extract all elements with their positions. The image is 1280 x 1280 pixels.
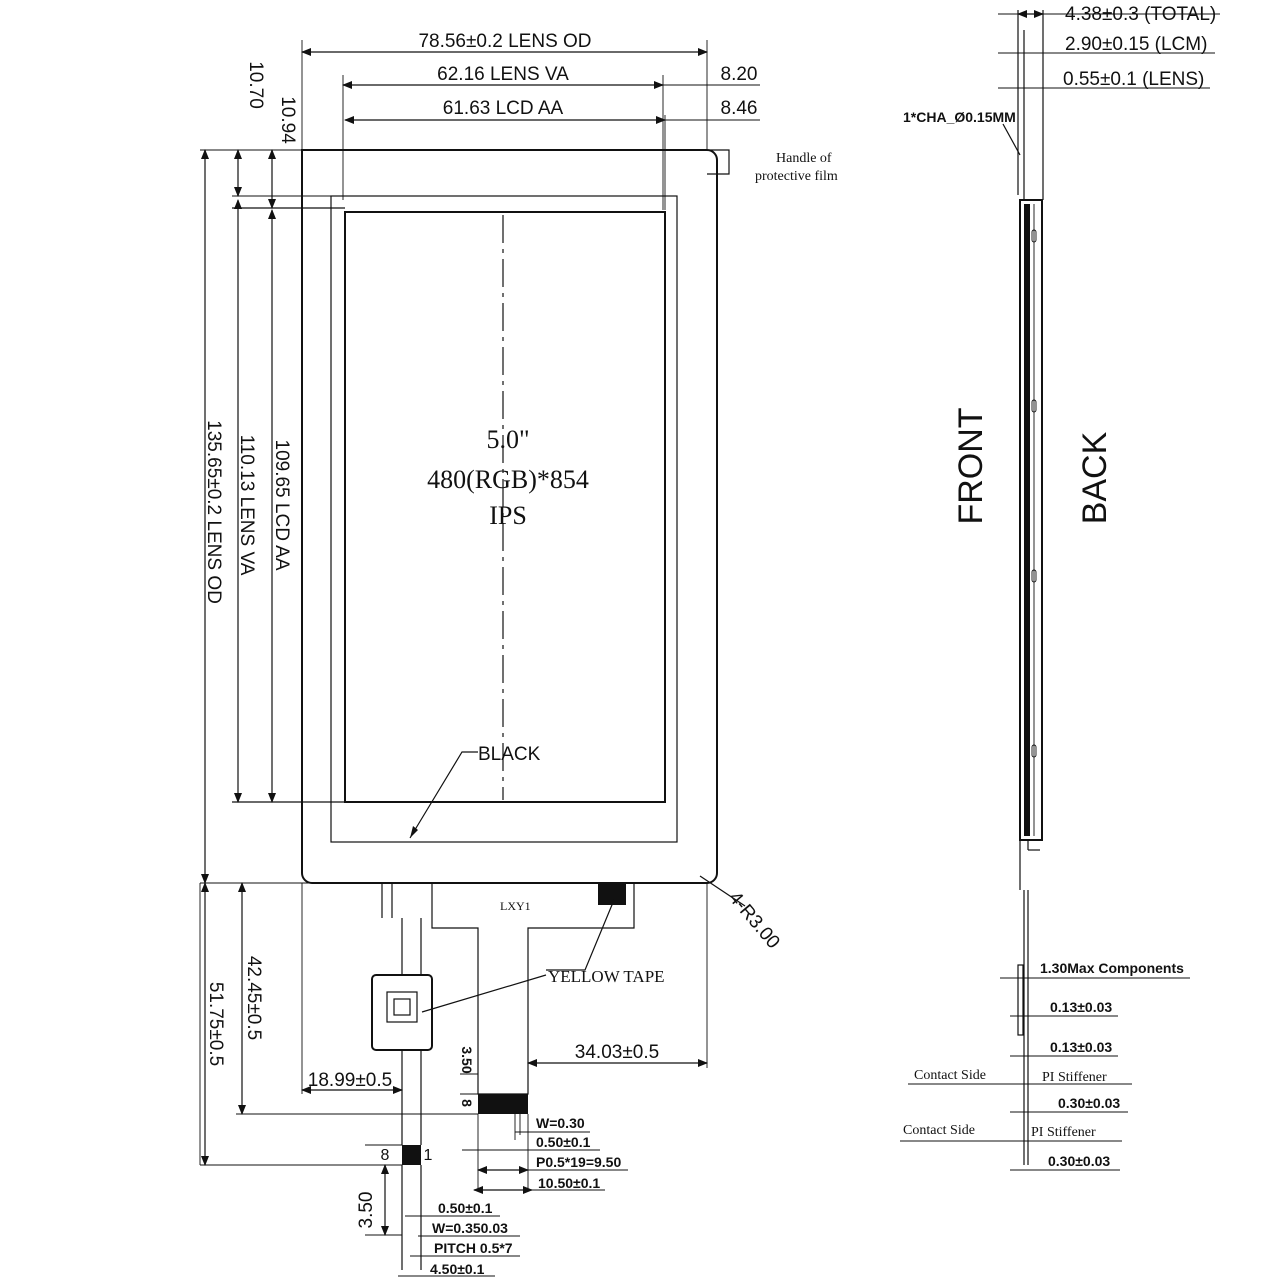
dim-lens-va-height: 110.13 LENS VA [236,435,257,576]
dim-lens: 0.55±0.1 (LENS) [1063,69,1204,90]
dim-lens-od-width: 78.56±0.2 LENS OD [418,31,591,52]
dim-top-offset-1: 10.94 [277,96,298,144]
dim-030-a: 0.30±0.03 [1058,1095,1120,1111]
panel-type: IPS [489,501,527,530]
dim-fpc-left: 18.99±0.5 [308,1070,392,1091]
side-view-body [1017,10,1044,1165]
dim-013-a: 0.13±0.03 [1050,999,1112,1015]
film-handle [707,149,730,175]
dim-1050: 10.50±0.1 [538,1175,600,1191]
left-dimensions: 10.70 10.94 135.65±0.2 LENS OD 110.13 LE… [200,61,331,884]
side-top-dims: 4.38±0.3 (TOTAL) 2.90±0.15 (LCM) 0.55±0.… [998,4,1220,90]
contact-side-2: Contact Side [903,1123,975,1138]
dim-350-b: 3.50 [356,1192,377,1229]
dim-lcm: 2.90±0.15 (LCM) [1065,34,1207,55]
dim-fpc-len-1: 42.45±0.5 [243,956,264,1040]
fpc-tail-dims: 3.50 8 W=0.30 0.50±0.1 P0.5*19=9.50 10.5… [459,1046,628,1194]
dim-lcd-aa-width: 61.63 LCD AA [443,98,564,119]
dim-450: 4.50±0.1 [430,1261,485,1277]
fpc-touch [371,883,433,1270]
dim-fpc-len-2: 51.75±0.5 [205,982,226,1066]
chamfer-note: 1*CHA_Ø0.15MM [903,109,1016,125]
lens-outline [301,149,718,884]
dim-right-offset-1: 8.20 [721,64,758,85]
pi-stiffener-1: PI Stiffener [1042,1070,1107,1085]
handle-label-line2: protective film [755,169,838,184]
fpc-contacts [478,1094,528,1114]
dim-pitch-a: P0.5*19=9.50 [536,1154,621,1170]
front-label: FRONT [952,407,990,524]
pi-stiffener-2: PI Stiffener [1031,1125,1096,1140]
dim-lcd-aa-height: 109.65 LCD AA [271,440,292,571]
corner-radius: 4-R3.00 [724,888,784,953]
dim-8-a: 8 [459,1099,475,1107]
dim-pitch-b: PITCH 0.5*7 [434,1240,513,1256]
dim-top-offset-2: 10.70 [245,61,266,109]
panel-size: 5.0" [486,425,529,454]
dim-050-b: 0.50±0.1 [438,1200,493,1216]
contact-side-1: Contact Side [914,1068,986,1083]
dim-lens-va-width: 62.16 LENS VA [437,64,569,85]
dim-030-b: 0.30±0.03 [1048,1153,1110,1169]
dim-1-b: 1 [424,1147,433,1164]
side-bottom-dims: 1.30Max Components 0.13±0.03 0.13±0.03 C… [900,960,1190,1171]
back-label: BACK [1076,431,1114,524]
black-label: BLACK [478,744,541,765]
dim-total: 4.38±0.3 (TOTAL) [1065,4,1216,25]
dim-right-offset-2: 8.46 [721,98,758,119]
dim-013-b: 0.13±0.03 [1050,1039,1112,1055]
fpc-main: LXY1 [431,882,635,1114]
yellow-tape-label: YELLOW TAPE [548,967,665,986]
dim-components: 1.30Max Components [1040,960,1184,976]
dim-8-b: 8 [381,1147,390,1164]
dim-w035: W=0.350.03 [432,1220,508,1236]
fpc-dimensions: 51.75±0.5 42.45±0.5 18.99±0.5 34.03±0.5 [199,882,708,1166]
top-dimensions: 78.56±0.2 LENS OD 62.16 LENS VA 61.63 LC… [301,31,760,210]
lcd-active-area [344,211,666,803]
dim-350-a: 3.50 [459,1046,475,1073]
dim-fpc-right: 34.03±0.5 [575,1042,659,1063]
dim-lens-od-height: 135.65±0.2 LENS OD [203,420,224,604]
handle-label-line1: Handle of [776,151,832,166]
dim-w030: W=0.30 [536,1115,585,1131]
panel-resolution: 480(RGB)*854 [427,465,589,494]
dim-050-a: 0.50±0.1 [536,1134,591,1150]
touch-tail-dims: 8 1 3.50 0.50±0.1 W=0.350.03 PITCH 0.5*7… [356,1144,520,1277]
fpc-connector-pad [598,883,626,905]
fpc-marking: LXY1 [500,899,531,913]
lens-viewing-area [330,195,678,843]
